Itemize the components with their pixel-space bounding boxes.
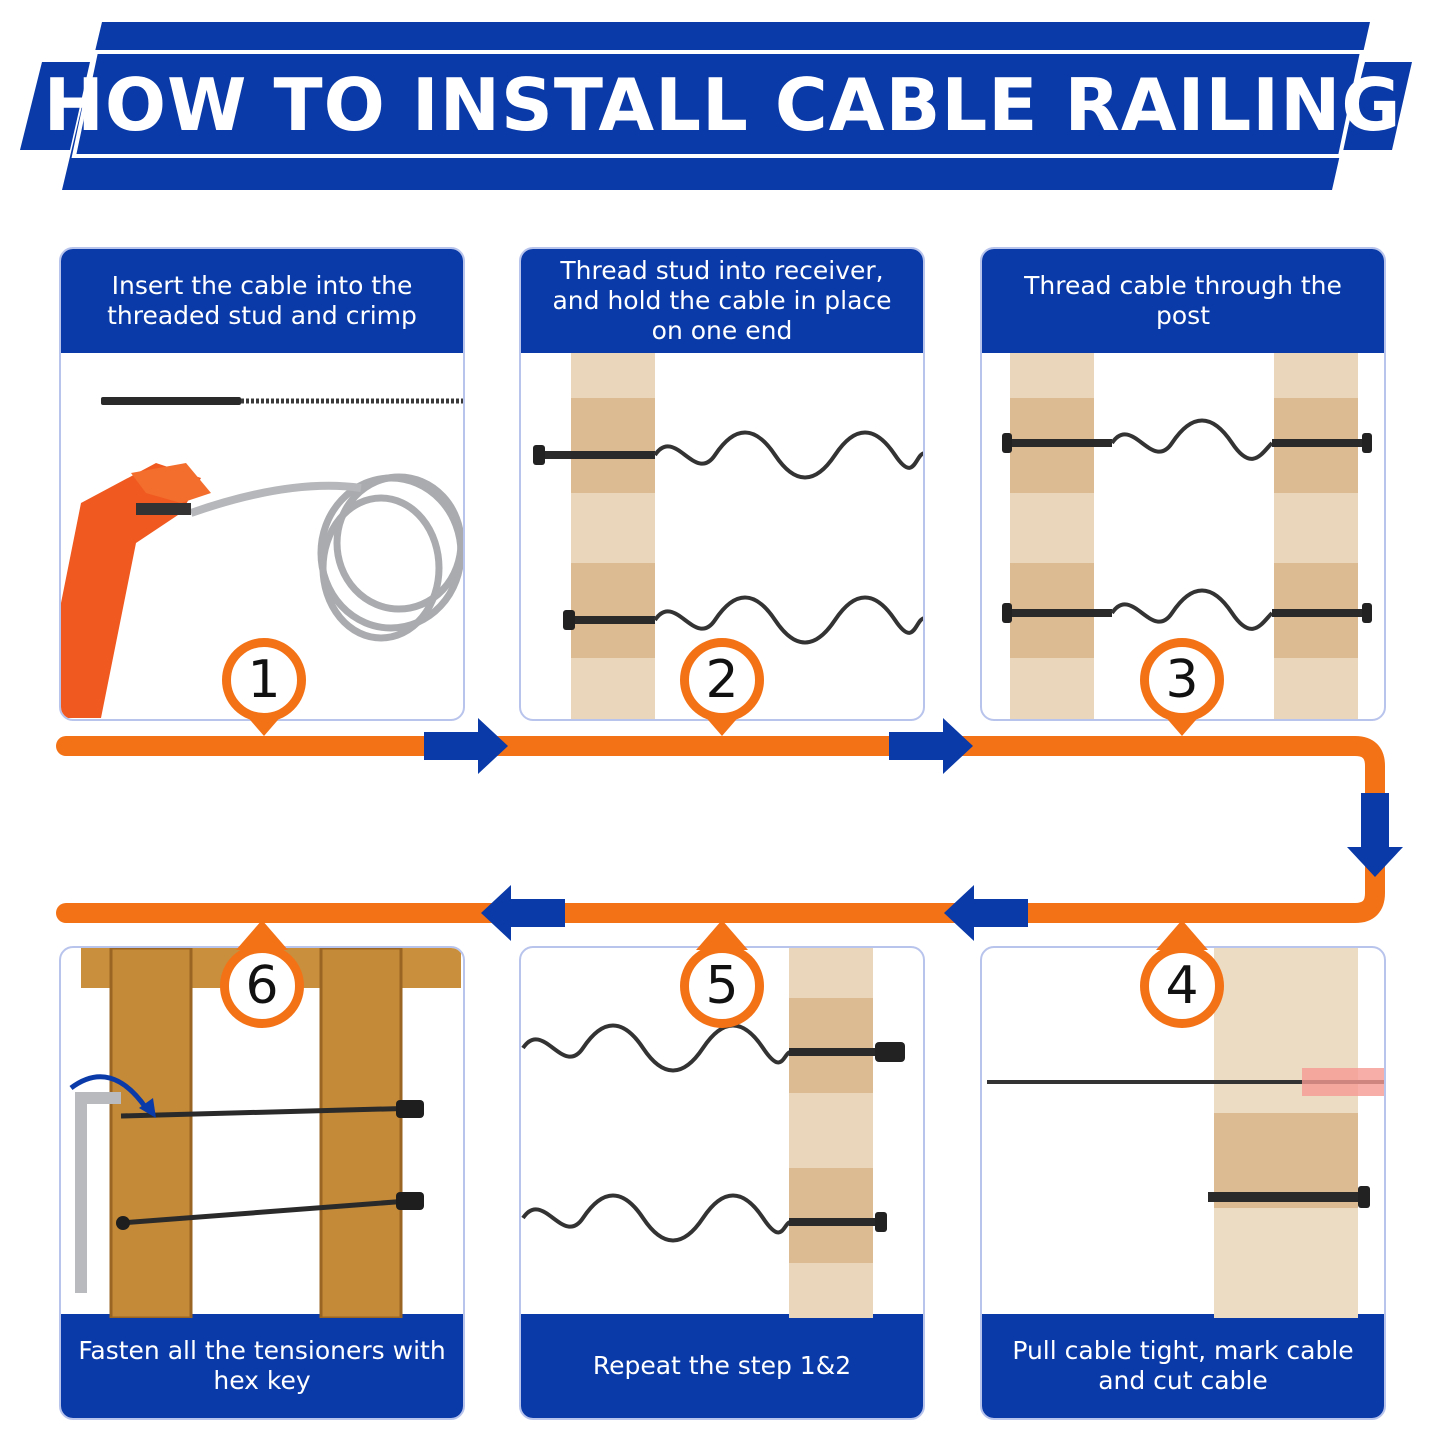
step-6-card: Fasten all the tensioners with hex key — [59, 946, 465, 1420]
step-6-text: Fasten all the tensioners with hex key — [61, 1314, 463, 1418]
step-5-card: Repeat the step 1&2 — [519, 946, 925, 1420]
step-4-text: Pull cable tight, mark cable and cut cab… — [982, 1314, 1384, 1418]
step-3-text: Thread cable through the post — [982, 249, 1384, 353]
step-2-number: 2 — [680, 638, 764, 722]
post-marked-cable-icon — [982, 948, 1384, 1318]
crimp-tool-and-cable-icon — [61, 353, 463, 719]
badge-6-pointer — [236, 920, 288, 950]
two-posts-cables-icon — [982, 353, 1384, 719]
title-banner — [20, 22, 1412, 190]
post-repeat-icon — [521, 948, 923, 1318]
step-2-text: Thread stud into receiver, and hold the … — [521, 249, 923, 353]
step-5-text: Repeat the step 1&2 — [521, 1314, 923, 1418]
step-1-card: Insert the cable into the threaded stud … — [59, 247, 465, 721]
hex-key-posts-icon — [61, 948, 463, 1318]
step-6-number: 6 — [220, 944, 304, 1028]
post-with-studs-icon — [521, 353, 923, 719]
step-3-number: 3 — [1140, 638, 1224, 722]
step-4-number: 4 — [1140, 944, 1224, 1028]
page-title: HOW TO INSTALL CABLE RAILING — [43, 63, 1402, 147]
badge-4-pointer — [1156, 920, 1208, 950]
badge-5-pointer — [696, 920, 748, 950]
step-1-text: Insert the cable into the threaded stud … — [61, 249, 463, 353]
step-4-card: Pull cable tight, mark cable and cut cab… — [980, 946, 1386, 1420]
step-1-number: 1 — [222, 638, 306, 722]
step-5-number: 5 — [680, 944, 764, 1028]
